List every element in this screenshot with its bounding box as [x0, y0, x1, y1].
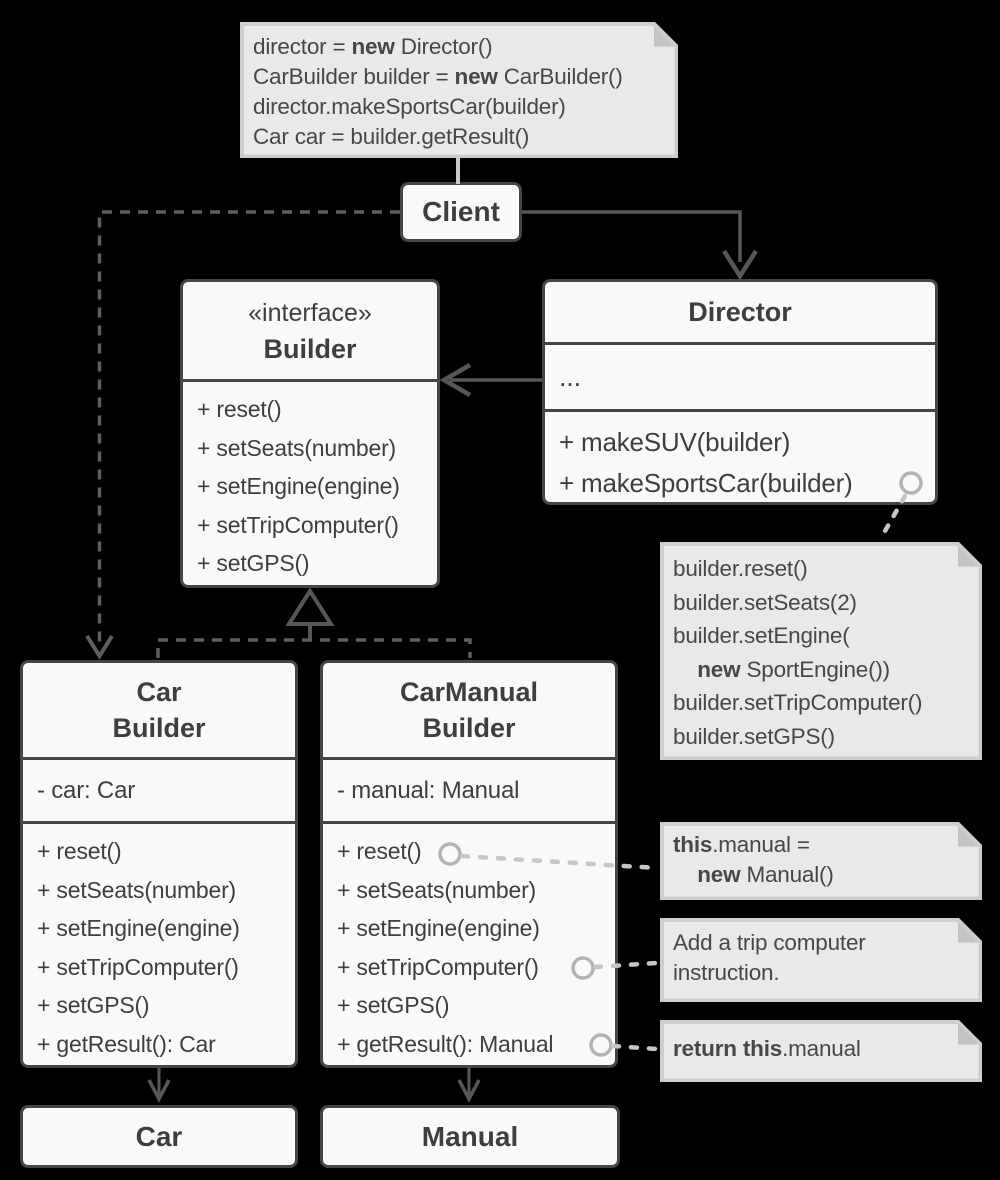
- class-car-builder-title-1: Car: [136, 677, 182, 707]
- note-paper: [660, 1020, 982, 1082]
- note-paper: [660, 918, 982, 1002]
- note-paper: [240, 22, 678, 158]
- note-line: instruction.: [673, 960, 780, 985]
- member-line: + setEngine(engine): [337, 915, 540, 941]
- member-line: + setSeats(number): [197, 434, 397, 461]
- arrowhead-down-icon: [147, 1079, 171, 1103]
- interface-stereotype: «interface»: [248, 298, 372, 327]
- member-line: + setGPS(): [197, 550, 310, 576]
- member-line: + setSeats(number): [337, 876, 537, 903]
- note-line: new Manual(): [697, 862, 834, 887]
- member-line: + reset(): [197, 396, 282, 422]
- arrowhead-left-icon: [439, 363, 472, 397]
- member-line: + setTripComputer(): [337, 953, 539, 980]
- member-line: + setSeats(number): [37, 876, 237, 903]
- note-line: builder.setEngine(: [673, 623, 850, 648]
- note-line: Add a trip computer: [673, 930, 866, 955]
- note-line: return this.manual: [673, 1036, 861, 1061]
- return-note: return this.manual: [660, 1020, 982, 1082]
- note-line: Car car = builder.getResult(): [253, 124, 530, 149]
- class-car-manual-builder: CarManual Builder - manual: Manual + res…: [320, 660, 618, 1068]
- return-note-text: return this.manual: [660, 1020, 982, 1064]
- trip-computer-note-text: Add a trip computer instruction.: [660, 918, 982, 988]
- member-line: + reset(): [37, 838, 122, 864]
- class-director-fields: ...: [545, 342, 935, 409]
- note-paper: [660, 542, 982, 760]
- interface-builder-header: «interface» Builder: [183, 282, 437, 379]
- arrowhead-down-icon: [457, 1079, 481, 1103]
- class-director: Director ... + makeSUV(builder) + makeSpo…: [542, 279, 938, 505]
- implements-dashed-bracket: [156, 638, 472, 658]
- member-line: + reset(): [337, 838, 422, 864]
- member-line: + getResult(): Manual: [337, 1030, 554, 1057]
- class-car-manual-builder-title-2: Builder: [422, 713, 516, 743]
- client-to-director-line: [522, 210, 742, 262]
- field-car: - car: Car: [37, 776, 136, 804]
- arrowhead-down-icon: [85, 634, 114, 660]
- note-line: director.makeSportsCar(builder): [253, 94, 566, 119]
- note-paper: [660, 822, 982, 900]
- class-car-manual-builder-header: CarManual Builder: [323, 663, 615, 757]
- field-manual: - manual: Manual: [337, 776, 520, 804]
- class-director-methods: + makeSUV(builder) + makeSportsCar(builde…: [545, 409, 935, 504]
- class-client: Client: [400, 182, 522, 242]
- member-line: + setEngine(engine): [197, 473, 400, 499]
- note-line: builder.setGPS(): [673, 723, 835, 749]
- reset-note-text: this.manual = new Manual(): [660, 822, 982, 890]
- note-line: builder.reset(): [673, 556, 808, 581]
- interface-builder-methods: + reset() + setSeats(number) + setEngine(e…: [183, 379, 437, 585]
- note-line: CarBuilder builder = new CarBuilder(): [253, 64, 623, 89]
- class-car-manual-builder-methods: + reset() + setSeats(number) + setEngine(e…: [323, 821, 615, 1065]
- class-director-header: Director: [545, 282, 935, 342]
- member-line: + setGPS(): [37, 992, 150, 1018]
- note-line: new SportEngine()): [697, 656, 890, 682]
- client-code-text: director = new Director() CarBuilder buil…: [240, 22, 678, 152]
- arrowhead-down-icon: [722, 249, 758, 281]
- class-manual-title: Manual: [421, 1120, 519, 1152]
- interface-builder-title: Builder: [263, 333, 357, 364]
- reset-note: this.manual = new Manual(): [660, 822, 982, 900]
- class-client-title: Client: [422, 196, 500, 227]
- class-car-manual-builder-fields: - manual: Manual: [323, 757, 615, 821]
- director-ellipsis: ...: [559, 361, 581, 392]
- class-car-builder-methods: + reset() + setSeats(number) + setEngine(e…: [23, 821, 295, 1065]
- member-line: + setTripComputer(): [37, 953, 239, 980]
- member-line: + getResult(): Car: [37, 1030, 216, 1057]
- member-line: + makeSUV(builder): [559, 427, 791, 457]
- member-line: + setGPS(): [337, 992, 450, 1018]
- class-car: Car: [20, 1105, 298, 1168]
- note-line: builder.setSeats(2): [673, 589, 857, 615]
- class-car-builder-title-2: Builder: [112, 713, 206, 743]
- member-line: + setTripComputer(): [197, 511, 399, 538]
- note-line: builder.setTripComputer(): [673, 690, 923, 715]
- class-car-builder-header: Car Builder: [23, 663, 295, 757]
- note-line: this.manual =: [673, 832, 810, 857]
- inheritance-triangle-icon: [285, 587, 335, 626]
- make-sportscar-note: builder.reset() builder.setSeats(2) builde…: [660, 542, 982, 760]
- member-line: + makeSportsCar(builder): [559, 468, 853, 498]
- interface-builder: «interface» Builder + reset() + setSeats(…: [180, 279, 440, 588]
- class-car-manual-builder-title-1: CarManual: [399, 677, 539, 707]
- return-note-dotted-line: [610, 1043, 660, 1052]
- class-manual: Manual: [320, 1105, 620, 1168]
- client-code-note: director = new Director() CarBuilder buil…: [240, 22, 678, 158]
- class-car-title: Car: [135, 1120, 183, 1152]
- trip-computer-note: Add a trip computer instruction.: [660, 918, 982, 1002]
- note-line: director = new Director(): [253, 34, 493, 59]
- class-car-builder-fields: - car: Car: [23, 757, 295, 821]
- class-director-title: Director: [688, 297, 792, 327]
- member-line: + setEngine(engine): [37, 915, 240, 941]
- make-sportscar-text: builder.reset() builder.setSeats(2) builde…: [660, 542, 982, 753]
- class-car-builder: Car Builder - car: Car + reset() + setSea…: [20, 660, 298, 1068]
